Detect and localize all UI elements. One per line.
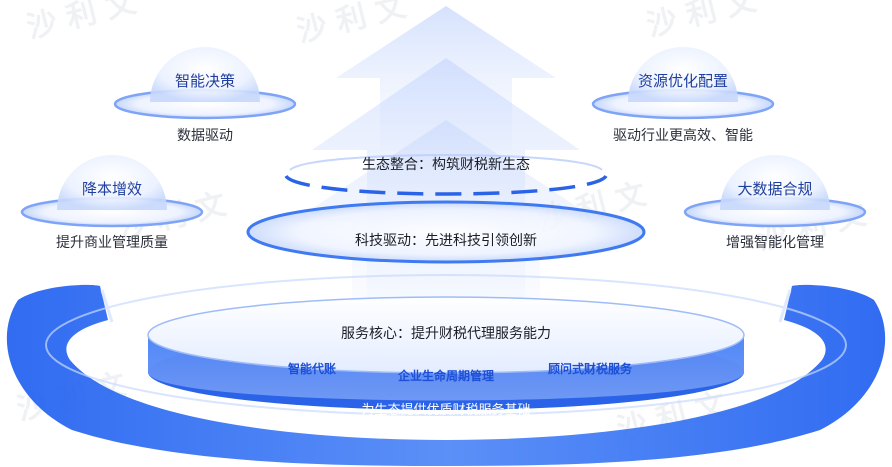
bubble-subtitle-cost: 提升商业管理质量 xyxy=(56,235,168,251)
core-item-bookkeeping: 智能代账 xyxy=(287,362,337,376)
ecosystem-label: 生态整合：构筑财税新生态 xyxy=(362,157,530,173)
bubble-compliance xyxy=(683,155,867,228)
growth-arrows xyxy=(292,6,600,340)
core-title: 服务核心：提升财税代理服务能力 xyxy=(341,326,551,342)
watermark-text: 沙 利 文 xyxy=(23,0,139,46)
ecosystem-ring xyxy=(284,154,608,196)
bubble-title-compliance: 大数据合规 xyxy=(737,180,813,198)
watermark-text: 沙 利 文 xyxy=(643,0,759,44)
bubble-subtitle-compliance: 增强智能化管理 xyxy=(726,235,824,251)
base-ring xyxy=(6,274,886,466)
bubble-title-resource: 资源优化配置 xyxy=(637,72,729,90)
base-label: 为生态提供优质财税服务基础 xyxy=(361,403,531,418)
bubble-cost xyxy=(20,155,204,228)
technology-ring xyxy=(246,200,646,264)
bubble-subtitle-resource: 驱动行业更高效、智能 xyxy=(613,128,753,144)
bubble-resource xyxy=(591,47,775,120)
bubble-title-cost: 降本增效 xyxy=(81,180,143,198)
technology-label: 科技驱动：先进科技引领创新 xyxy=(355,233,537,249)
core-item-advisory: 顾问式财税服务 xyxy=(547,362,633,376)
bubble-title-decision: 智能决策 xyxy=(174,72,236,90)
core-item-lifecycle: 企业生命周期管理 xyxy=(397,369,495,383)
bubble-subtitle-decision: 数据驱动 xyxy=(177,128,233,144)
core-disc xyxy=(147,296,745,410)
bubble-decision xyxy=(113,47,297,120)
